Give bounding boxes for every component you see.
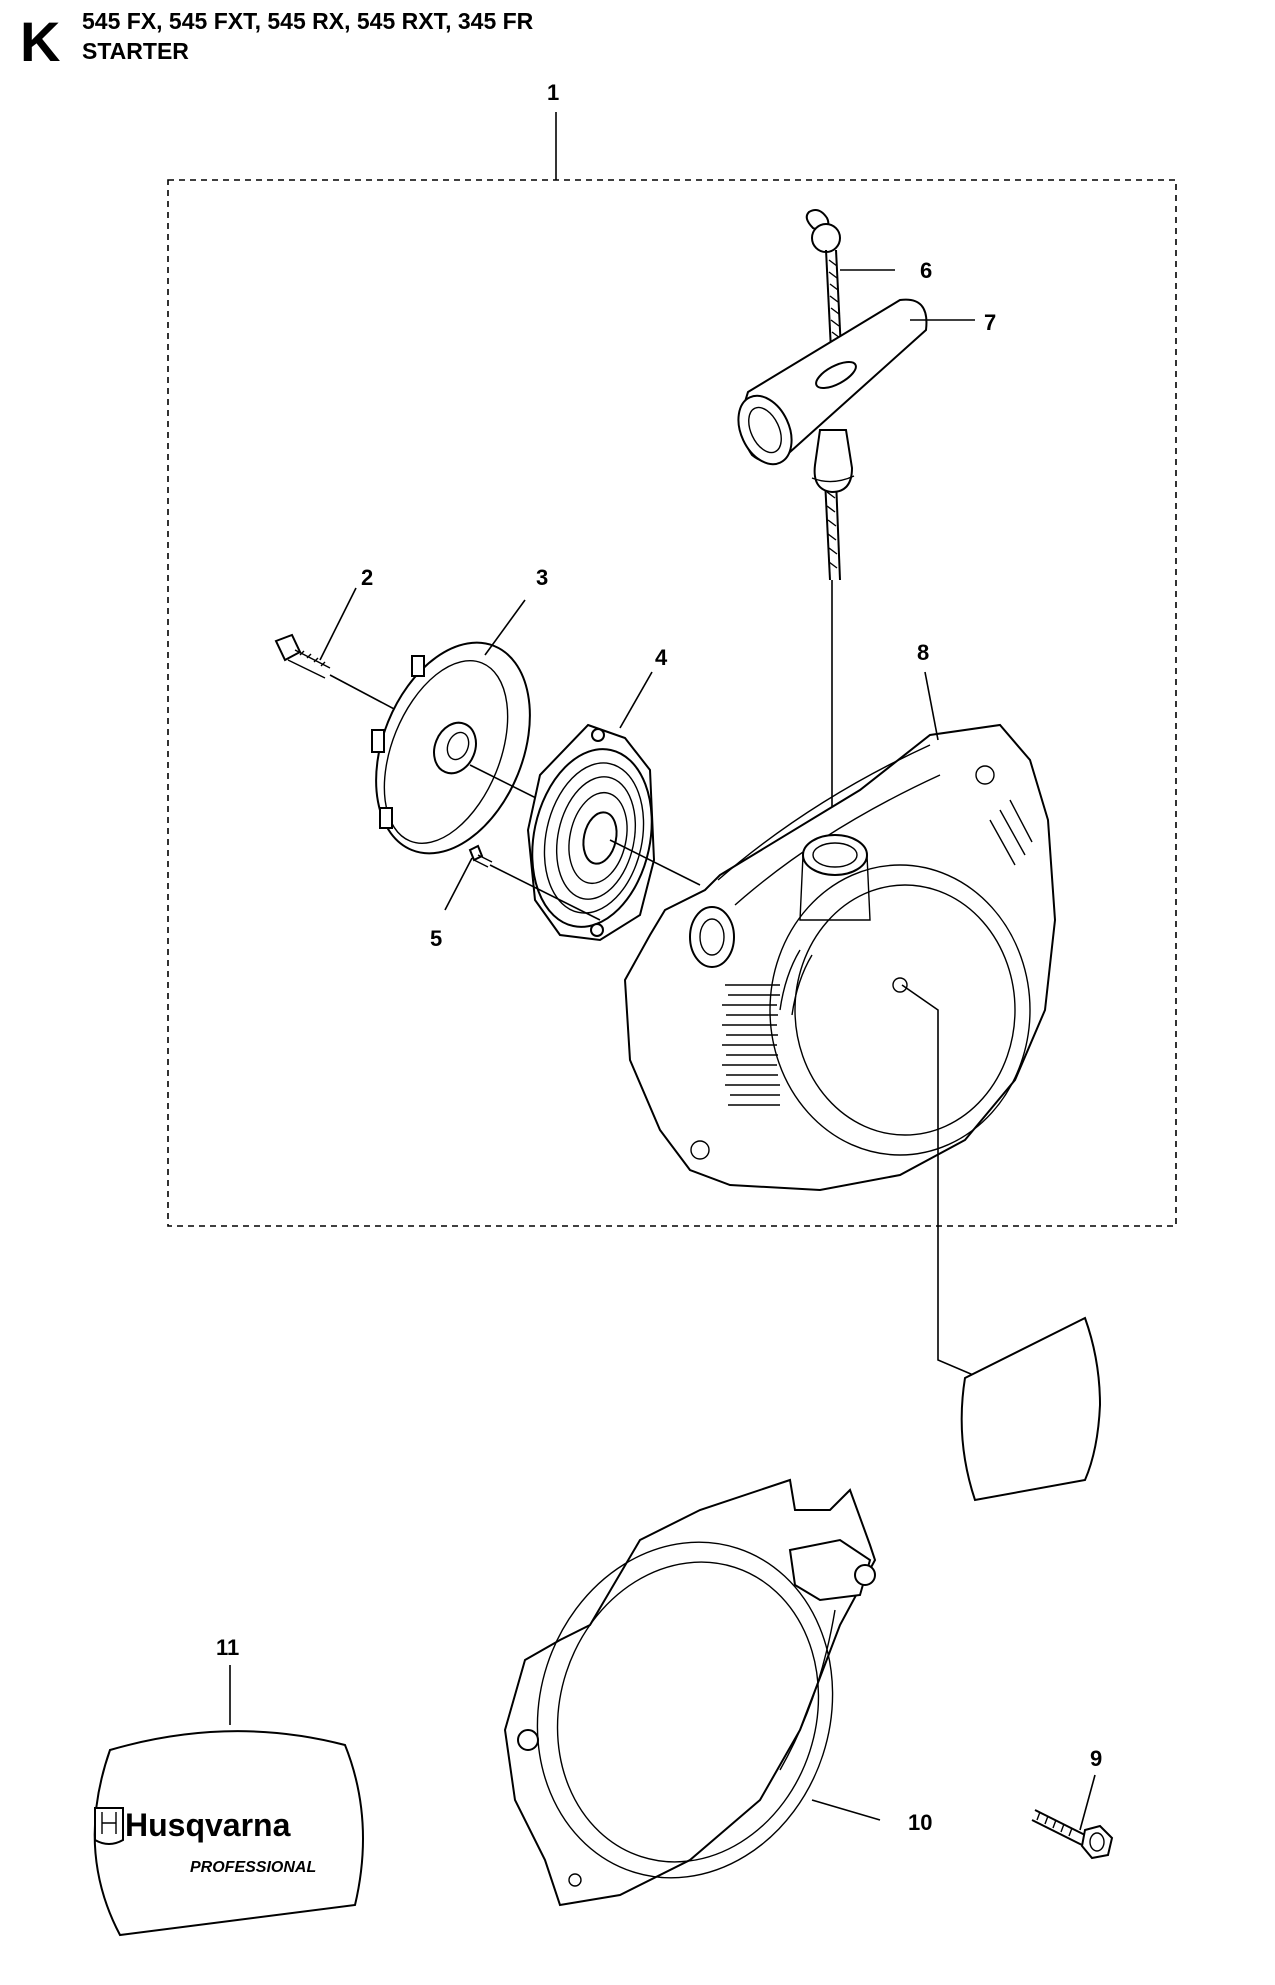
leader-4 bbox=[619, 671, 653, 729]
callout-7: 7 bbox=[984, 310, 996, 335]
part-9-bolt bbox=[1031, 1809, 1114, 1860]
section-letter: K bbox=[20, 10, 61, 73]
callout-1: 1 bbox=[547, 80, 559, 105]
callout-2: 2 bbox=[361, 565, 373, 590]
logo-tagline: PROFESSIONAL bbox=[190, 1859, 316, 1876]
part-7-handle bbox=[737, 298, 928, 494]
part-11-logo-sticker: Husqvarna PROFESSIONAL bbox=[93, 1665, 364, 1937]
logo-brand: Husqvarna bbox=[125, 1807, 291, 1843]
callout-6: 6 bbox=[920, 258, 932, 283]
axis-line-5 bbox=[489, 864, 601, 921]
part-5-screw bbox=[468, 844, 493, 868]
callout-10: 10 bbox=[908, 1810, 932, 1835]
callout-4: 4 bbox=[655, 645, 668, 670]
callout-11: 11 bbox=[216, 1635, 239, 1660]
leader-2 bbox=[319, 587, 357, 661]
model-list: 545 FX, 545 FXT, 545 RX, 545 RXT, 345 FR bbox=[82, 8, 534, 34]
leader-3 bbox=[484, 599, 526, 656]
part-2-screw bbox=[274, 633, 331, 679]
callout-9: 9 bbox=[1090, 1746, 1102, 1771]
decal-leader bbox=[901, 984, 986, 1381]
leader-10 bbox=[811, 1799, 881, 1821]
axis-line-4-8 bbox=[609, 839, 701, 886]
assembly-boundary bbox=[167, 179, 1177, 1227]
part-10-fan-cover bbox=[503, 1478, 877, 1907]
leader-5 bbox=[444, 857, 473, 911]
page-title: STARTER bbox=[82, 38, 189, 64]
callout-5: 5 bbox=[430, 926, 442, 951]
part-6-rope bbox=[805, 209, 843, 581]
husqvarna-crown-icon bbox=[94, 1807, 124, 1845]
part-4-spring-cassette bbox=[526, 723, 656, 942]
leader-8 bbox=[924, 671, 939, 741]
leader-9 bbox=[1079, 1774, 1096, 1831]
decal bbox=[960, 1316, 1102, 1502]
callout-8: 8 bbox=[917, 640, 929, 665]
part-8-starter-housing bbox=[623, 723, 1057, 1192]
callout-3: 3 bbox=[536, 565, 548, 590]
part-3-pulley bbox=[371, 641, 531, 855]
